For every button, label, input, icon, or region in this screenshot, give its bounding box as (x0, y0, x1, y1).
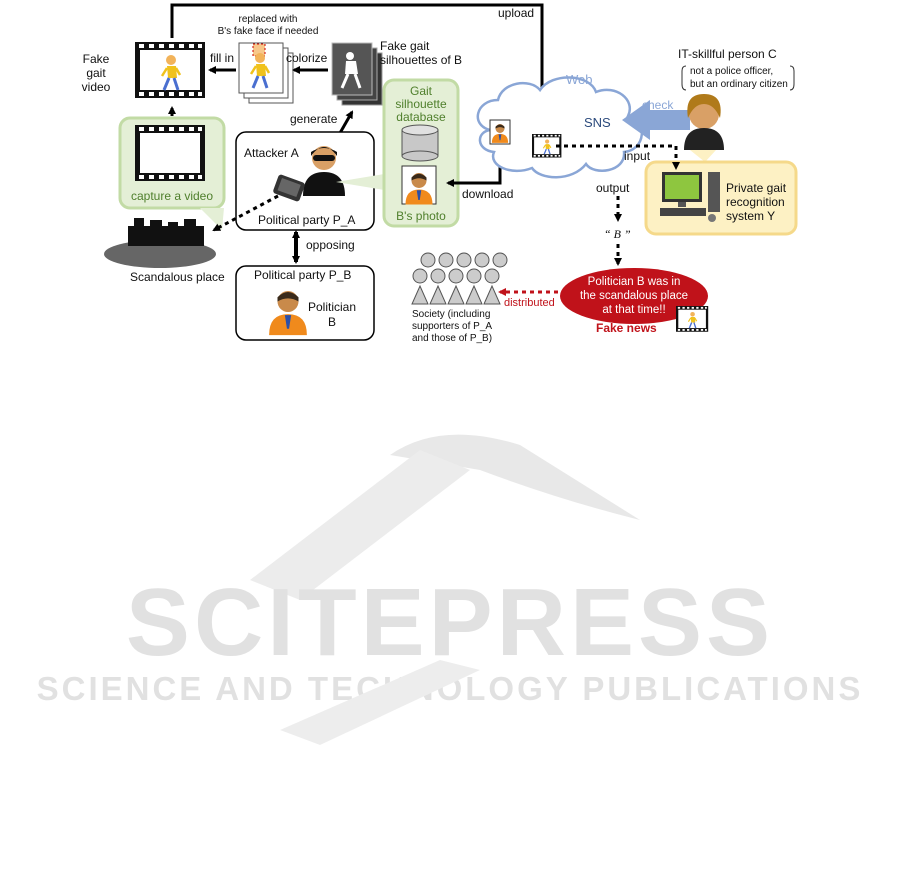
replaced-label-1: replaced with (239, 14, 298, 25)
input-label: input (624, 149, 651, 163)
silhouette-frames (331, 42, 383, 106)
fake-news-label: Fake news (596, 321, 657, 335)
system-label-2: recognition (726, 195, 785, 209)
it-note-2: but an ordinary citizen (690, 79, 788, 90)
web-label: Web (566, 72, 593, 87)
fake-news-line-1: Politician B was in (588, 276, 681, 288)
party-a-label: Political party P_A (258, 213, 355, 227)
society-label-3: and those of P_B) (412, 333, 492, 344)
colorize-label: colorize (286, 51, 328, 65)
party-b-label: Political party P_B (254, 268, 351, 282)
it-note-1: not a police officer, (690, 66, 773, 77)
fake-gait-video (135, 42, 205, 98)
fake-news-line-2: the scandalous place (580, 290, 688, 302)
check-label: check (642, 98, 674, 112)
scandalous-place-icon (104, 218, 216, 268)
politician-label-2: B (328, 315, 336, 329)
b-quote-label: “ B ” (604, 227, 631, 241)
output-label: output (596, 181, 630, 195)
fake-silhouette-label-1: Fake gait (380, 39, 430, 53)
generate-label: generate (290, 112, 338, 126)
fill-in-label: fill in (210, 51, 234, 65)
watermark-quill-icon (250, 450, 470, 600)
attacker-label: Attacker A (244, 146, 299, 160)
upload-arrow (170, 3, 546, 130)
computer-icon (660, 172, 720, 222)
database-cylinder-icon (401, 124, 439, 162)
fake-silhouette-label-2: silhouettes of B (380, 53, 462, 67)
db-callout-tail (336, 174, 384, 190)
fake-gait-label-1: Fake (83, 52, 110, 66)
colorized-frames (238, 42, 294, 104)
check-arrow (622, 100, 690, 140)
scandalous-place-label: Scandalous place (130, 270, 225, 284)
download-label: download (462, 187, 513, 201)
input-arrow (556, 144, 680, 170)
society-label-2: supporters of P_A (412, 321, 492, 332)
fake-news-bubble (560, 268, 708, 324)
watermark-title: SCITEPRESS (126, 569, 774, 676)
bs-photo-label: B's photo (396, 209, 446, 223)
it-note-right-bracket (789, 65, 795, 91)
fake-news-video-icon (676, 306, 709, 332)
it-person-label: IT-skillful person C (678, 47, 777, 61)
watermark: SCITEPRESS SCIENCE AND TECHNOLOGY PUBLIC… (37, 434, 860, 745)
system-label-3: system Y (726, 209, 775, 223)
watermark-book-icon (390, 434, 640, 520)
gait-db-label-2: silhouette (395, 97, 447, 111)
opposing-label: opposing (306, 238, 355, 252)
attacker-icon (303, 146, 345, 196)
system-label-1: Private gait (726, 181, 787, 195)
sns-label: SNS (584, 115, 611, 130)
distributed-label: distributed (504, 297, 555, 309)
watermark-quill-tail (280, 660, 480, 745)
party-b-box (235, 265, 375, 341)
fake-gait-label-2: gait (86, 66, 106, 80)
society-label-1: Society (including (412, 309, 490, 320)
gait-db-label-3: database (396, 110, 446, 124)
it-person-icon (684, 94, 724, 150)
gait-db-label-1: Gait (410, 84, 433, 98)
system-callout-tail (690, 150, 716, 162)
captured-video-icon (135, 125, 205, 181)
smartphone-icon (273, 174, 305, 202)
fake-gait-label-3: video (82, 80, 111, 94)
society-crowd-icon (411, 252, 508, 305)
politician-label-1: Politician (308, 300, 356, 314)
capture-label: capture a video (131, 189, 213, 203)
replaced-label-2: B's fake face if needed (218, 26, 319, 37)
fake-news-line-3: at that time!! (602, 304, 665, 316)
upload-label: upload (498, 6, 534, 20)
it-note-left-bracket (681, 65, 687, 91)
